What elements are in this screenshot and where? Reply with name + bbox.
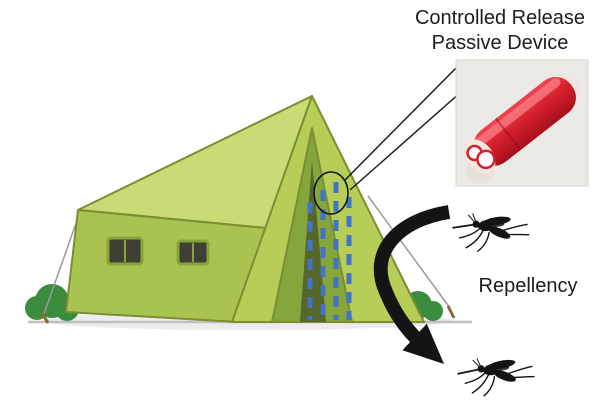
device-photo	[455, 59, 589, 187]
device-title-label: Controlled Release Passive Device	[414, 7, 586, 54]
pointer-line	[344, 66, 462, 191]
tent-window-left	[106, 236, 144, 266]
red-cylinder-device	[464, 76, 576, 174]
mosquito-icon-bottom	[454, 352, 537, 402]
tent-side-wall	[65, 209, 267, 323]
repellency-label: Repellency	[478, 275, 578, 297]
guy-ropes	[40, 195, 456, 324]
repellency-curved-arrow	[373, 205, 451, 364]
tent-entrance-interior	[300, 160, 326, 322]
tent-window-right	[176, 239, 210, 266]
annotation-circle	[313, 171, 349, 215]
mosquito-icon-top	[448, 206, 533, 260]
